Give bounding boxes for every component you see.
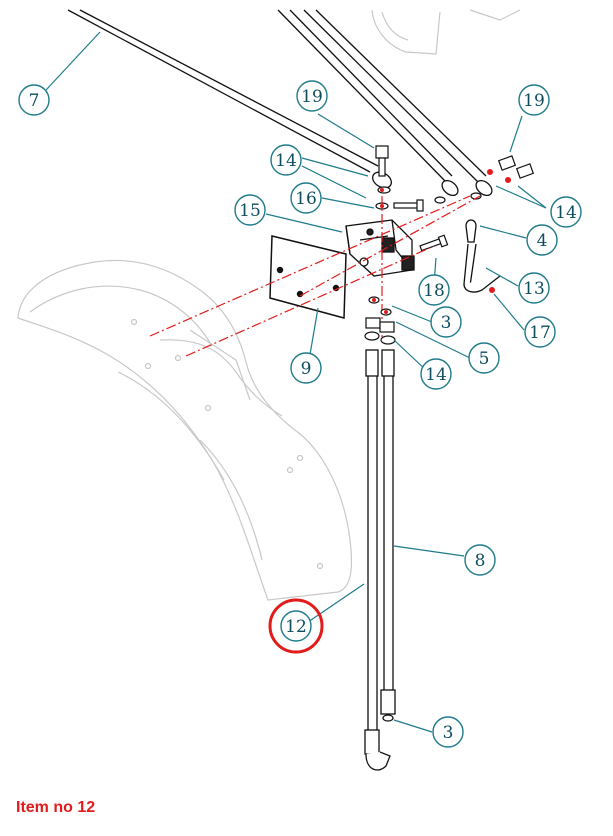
hose-7 xyxy=(67,9,392,189)
callout-7-label: 7 xyxy=(29,91,40,111)
callout-3-top-label: 3 xyxy=(441,313,452,333)
callout-14-top: 14 xyxy=(270,144,302,176)
callout-14-right: 14 xyxy=(550,196,582,228)
callout-16-label: 16 xyxy=(295,189,317,209)
callout-14-top-label: 14 xyxy=(275,151,297,171)
callout-17-label: 17 xyxy=(529,323,551,343)
callout-4-label: 4 xyxy=(537,231,548,251)
callout-3-top: 3 xyxy=(430,306,462,338)
callout-18-label: 18 xyxy=(423,281,445,301)
callout-8-label: 8 xyxy=(475,551,486,571)
callout-13-label: 13 xyxy=(523,279,545,299)
exploded-parts-diagram: 7 19 19 14 16 15 14 4 13 17 18 3 xyxy=(17,9,582,771)
callout-4: 4 xyxy=(526,224,558,256)
callout-18: 18 xyxy=(418,274,450,306)
callout-15: 15 xyxy=(234,194,266,226)
callout-12-label: 12 xyxy=(285,617,307,637)
bolt-19-right xyxy=(487,155,535,183)
callout-14-lower: 14 xyxy=(420,358,452,390)
callout-19-right: 19 xyxy=(518,84,550,116)
callout-9-label: 9 xyxy=(301,359,312,379)
callout-5-label: 5 xyxy=(479,349,490,369)
callout-19-left: 19 xyxy=(296,80,328,112)
assembly-centerlines xyxy=(149,195,481,357)
control-valve-15 xyxy=(345,219,415,277)
hose-8 xyxy=(380,349,396,722)
washers xyxy=(375,186,482,210)
upper-hoses xyxy=(277,9,493,197)
callout-8: 8 xyxy=(464,544,496,576)
callout-14-lower-label: 14 xyxy=(425,365,447,385)
callout-19-left-label: 19 xyxy=(301,87,323,107)
callout-5: 5 xyxy=(468,342,500,374)
screw-16 xyxy=(393,199,424,212)
callout-14-right-label: 14 xyxy=(555,203,577,223)
ghost-bracket xyxy=(371,9,521,55)
callout-16: 16 xyxy=(290,182,322,214)
callout-17: 17 xyxy=(524,316,556,348)
callout-3-bottom: 3 xyxy=(432,716,464,748)
callout-12[interactable]: 12 xyxy=(268,598,324,654)
fittings xyxy=(364,296,396,345)
callout-19-right-label: 19 xyxy=(523,91,545,111)
callout-7: 7 xyxy=(18,84,50,116)
lever-handle xyxy=(463,219,501,293)
item-caption: Item no 12 xyxy=(16,799,96,816)
callout-3-bottom-label: 3 xyxy=(443,723,454,743)
callout-15-label: 15 xyxy=(239,201,261,221)
callout-9: 9 xyxy=(290,352,322,384)
screw-18 xyxy=(419,234,449,252)
fender-outline xyxy=(17,259,353,601)
hose-12 xyxy=(364,349,391,771)
bolt-19-left xyxy=(375,145,389,177)
callout-13: 13 xyxy=(518,272,550,304)
